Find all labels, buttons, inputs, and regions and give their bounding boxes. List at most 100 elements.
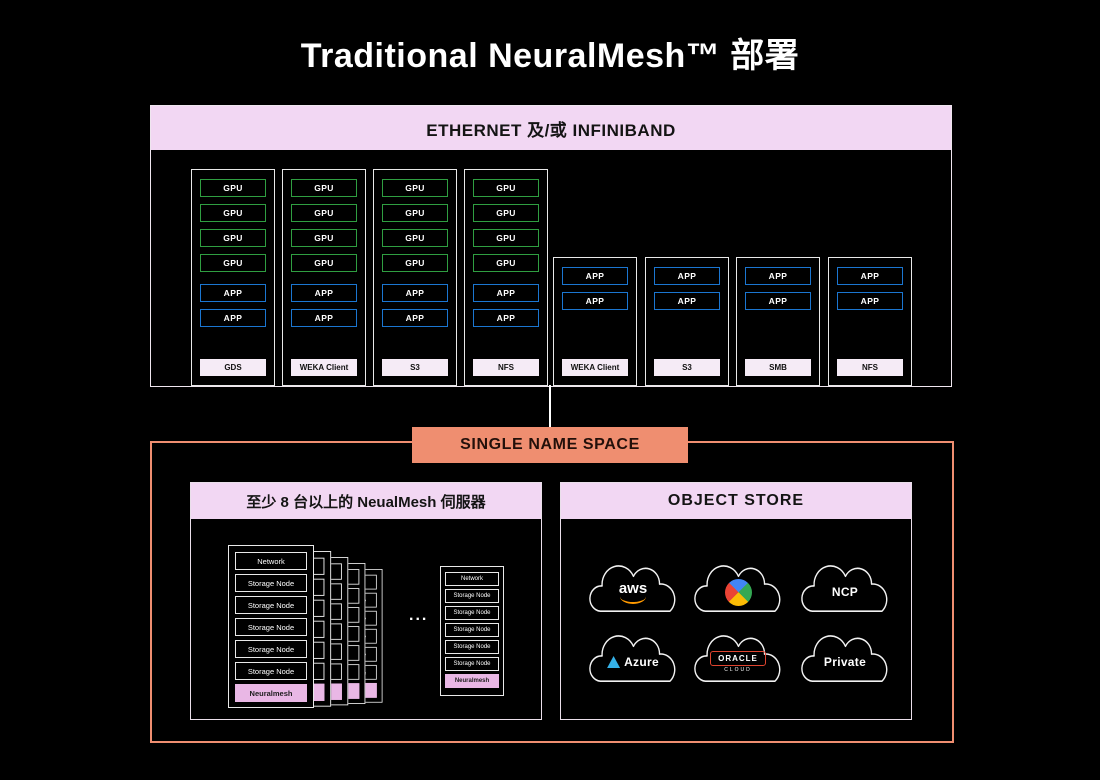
gpu-cell: GPU (473, 254, 539, 272)
app-cell: APP (745, 292, 811, 310)
stack-row: Storage Node (235, 574, 307, 592)
protocol-label: WEKA Client (562, 359, 628, 376)
app-cell: APP (837, 292, 903, 310)
gpu-cell: GPU (200, 229, 266, 247)
stack-row: Storage Node (445, 589, 499, 603)
app-cell: APP (654, 267, 720, 285)
app-cell: APP (382, 284, 448, 302)
server-column: APP APP WEKA Client (553, 257, 637, 386)
stack-row: Storage Node (445, 657, 499, 671)
cloud-outline-icon (801, 635, 888, 682)
gpu-cell: GPU (473, 179, 539, 197)
cloud-provider-label: Azure (624, 655, 659, 669)
cloud-gcp (688, 555, 788, 617)
single-name-space-badge: SINGLE NAME SPACE (412, 427, 688, 463)
stack-row: Storage Node (445, 606, 499, 620)
cloud-provider-label: NCP (831, 585, 859, 599)
gpu-cell: GPU (382, 229, 448, 247)
oracle-wordmark: ORACLE (710, 651, 766, 666)
app-cell: APP (745, 267, 811, 285)
app-cell: APP (654, 292, 720, 310)
server-column: APP APP SMB (736, 257, 820, 386)
app-cell: APP (473, 284, 539, 302)
stack-row: Storage Node (445, 623, 499, 637)
gpu-cell: GPU (473, 229, 539, 247)
app-cell: APP (200, 309, 266, 327)
gpu-cell: GPU (200, 254, 266, 272)
stack-row: Network (235, 552, 307, 570)
connector-line (549, 385, 551, 429)
gpu-cell: GPU (291, 179, 357, 197)
app-cell: APP (562, 267, 628, 285)
app-cell: APP (291, 284, 357, 302)
app-cell: APP (291, 309, 357, 327)
gpu-cell: GPU (382, 204, 448, 222)
gpu-cell: GPU (473, 204, 539, 222)
app-cell: APP (200, 284, 266, 302)
cloud-outline-icon (589, 635, 676, 682)
stack-row: Storage Node (235, 596, 307, 614)
aws-logo: aws (619, 581, 647, 604)
app-cell: APP (473, 309, 539, 327)
app-cell: APP (837, 267, 903, 285)
app-cell: APP (382, 309, 448, 327)
cloud-logo: Azure (587, 641, 679, 683)
stack-row: Storage Node (235, 618, 307, 636)
protocol-label: NFS (473, 359, 539, 376)
server-column: GPU GPU GPU GPU APP APP NFS (464, 169, 548, 386)
gpu-cell: GPU (382, 254, 448, 272)
cloud-outline-icon (801, 565, 888, 612)
server-column: APP APP S3 (645, 257, 729, 386)
server-column: APP APP NFS (828, 257, 912, 386)
stack-row: Storage Node (235, 640, 307, 658)
stack-row: Network (445, 572, 499, 586)
cloud-logo: NCP (799, 571, 891, 613)
server-column: GPU GPU GPU GPU APP APP GDS (191, 169, 275, 386)
neuralmesh-row: Neuralmesh (445, 674, 499, 688)
protocol-label: S3 (654, 359, 720, 376)
gpu-cell: GPU (291, 254, 357, 272)
cloud-logo: Private (799, 641, 891, 683)
object-store-header: OBJECT STORE (561, 483, 911, 519)
azure-logo-icon (607, 656, 621, 668)
cloud-ncp: NCP (795, 555, 895, 617)
ethernet-infiniband-header: ETHERNET 及/或 INFINIBAND (151, 106, 951, 150)
stack-row: Storage Node (445, 640, 499, 654)
aws-smile-icon (619, 595, 646, 604)
protocol-label: S3 (382, 359, 448, 376)
gpu-cell: GPU (200, 179, 266, 197)
app-cell: APP (562, 292, 628, 310)
page-title: Traditional NeuralMesh™ 部署 (300, 37, 800, 75)
cloud-outline-icon (589, 565, 676, 612)
cloud-private: Private (795, 625, 895, 687)
protocol-label: SMB (745, 359, 811, 376)
protocol-label: NFS (837, 359, 903, 376)
gpu-cell: GPU (200, 204, 266, 222)
protocol-label: GDS (200, 359, 266, 376)
cloud-outline-icon (694, 635, 781, 682)
cloud-aws: aws (583, 555, 683, 617)
neuralmesh-panel-header: 至少 8 台以上的 NeualMesh 伺服器 (191, 483, 541, 519)
gpu-cell: GPU (291, 204, 357, 222)
cloud-logo: aws (587, 571, 679, 613)
protocol-label: WEKA Client (291, 359, 357, 376)
server-column: GPU GPU GPU GPU APP APP S3 (373, 169, 457, 386)
cloud-azure: Azure (583, 625, 683, 687)
ellipsis: ... (409, 607, 429, 624)
oracle-cloud-sublabel: CLOUD (724, 667, 752, 673)
google-cloud-logo-icon (724, 578, 752, 606)
servers-area: GPU GPU GPU GPU APP APP GDS GPU GPU GPU GPU APP APP W… (151, 106, 951, 386)
gpu-cell: GPU (382, 179, 448, 197)
stack-row: Storage Node (235, 662, 307, 680)
cloud-provider-label: Private (823, 655, 867, 669)
